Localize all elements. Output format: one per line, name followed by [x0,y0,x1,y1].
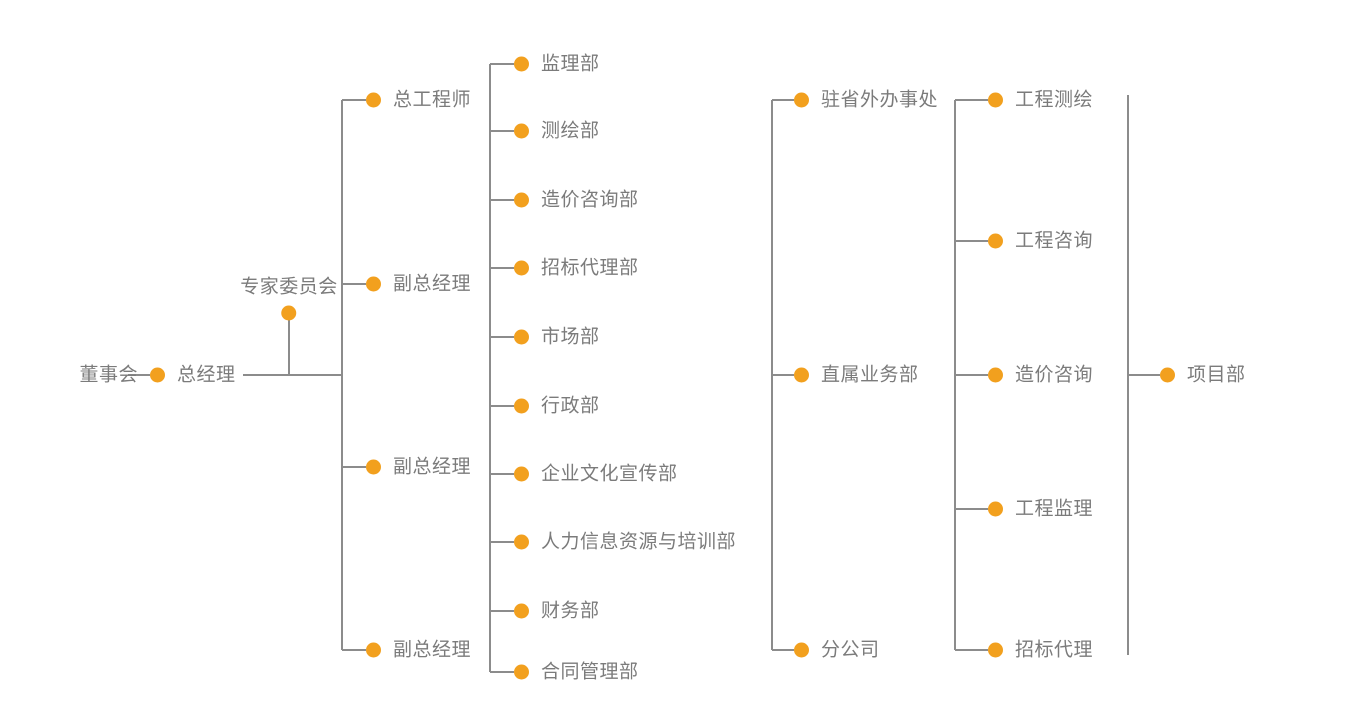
node-department-1[interactable]: 测绘部 [514,122,600,141]
node-dot-icon [794,642,809,658]
node-department-2[interactable]: 造价咨询部 [514,191,639,210]
node-project-label-0: 项目部 [1187,364,1246,386]
node-service-label-2: 造价咨询 [1015,364,1094,386]
node-dot-icon [514,123,529,139]
node-dot-icon [988,233,1003,249]
node-department-6[interactable]: 企业文化宣传部 [514,465,678,484]
node-department-7[interactable]: 人力信息资源与培训部 [514,533,736,552]
node-level1-label-3: 副总经理 [393,639,472,661]
node-service-label-0: 工程测绘 [1015,89,1094,111]
node-department-label-9: 合同管理部 [541,661,639,683]
node-dot-icon [1160,367,1175,383]
node-board-label: 董事会 [79,364,138,386]
node-dot-icon [514,664,529,680]
node-expert-committee[interactable]: 专家委员会 [240,278,338,321]
node-business-unit-label-2: 分公司 [821,639,880,661]
node-dot-icon [366,276,381,292]
node-business-unit-label-0: 驻省外办事处 [821,89,939,111]
node-level1-label-0: 总工程师 [393,89,472,111]
node-board[interactable]: 董事会 [79,366,150,385]
node-department-label-6: 企业文化宣传部 [541,463,678,485]
node-service-2[interactable]: 造价咨询 [988,366,1093,385]
node-dot-icon [514,534,529,550]
node-dot-icon [794,92,809,108]
node-dot-icon [794,367,809,383]
node-dot-icon [366,642,381,658]
node-service-4[interactable]: 招标代理 [988,641,1093,660]
node-deputy-manager-3[interactable]: 副总经理 [366,641,471,660]
node-level1-label-1: 副总经理 [393,273,472,295]
node-deputy-manager-2[interactable]: 副总经理 [366,458,471,477]
node-general-manager[interactable]: 总经理 [150,366,236,385]
node-expert-committee-label: 专家委员会 [240,276,338,298]
node-service-label-3: 工程监理 [1015,498,1094,520]
node-business-unit-0[interactable]: 驻省外办事处 [794,91,938,110]
node-dot-icon [988,501,1003,517]
node-dot-icon [514,466,529,482]
node-business-unit-2[interactable]: 分公司 [794,641,880,660]
node-general-manager-label: 总经理 [177,364,236,386]
node-service-0[interactable]: 工程测绘 [988,91,1093,110]
node-dot-icon [514,398,529,414]
node-department-9[interactable]: 合同管理部 [514,663,639,682]
node-service-label-4: 招标代理 [1015,639,1094,661]
node-department-3[interactable]: 招标代理部 [514,259,639,278]
node-dot-icon [514,329,529,345]
node-department-0[interactable]: 监理部 [514,55,600,74]
node-service-1[interactable]: 工程咨询 [988,232,1093,251]
node-deputy-manager-1[interactable]: 副总经理 [366,275,471,294]
node-department-label-1: 测绘部 [541,120,600,142]
node-service-3[interactable]: 工程监理 [988,500,1093,519]
node-department-label-5: 行政部 [541,395,600,417]
node-department-8[interactable]: 财务部 [514,602,600,621]
node-dot-icon [514,192,529,208]
node-dot-icon [988,367,1003,383]
node-dot-icon [366,92,381,108]
node-department-label-2: 造价咨询部 [541,189,639,211]
node-department-label-8: 财务部 [541,600,600,622]
node-dot-icon [514,603,529,619]
node-department-label-3: 招标代理部 [541,257,639,279]
node-level1-label-2: 副总经理 [393,456,472,478]
node-chief-engineer[interactable]: 总工程师 [366,91,471,110]
node-business-unit-1[interactable]: 直属业务部 [794,366,919,385]
node-department-4[interactable]: 市场部 [514,328,600,347]
node-department-label-7: 人力信息资源与培训部 [541,531,737,553]
node-service-label-1: 工程咨询 [1015,230,1094,252]
node-project-0[interactable]: 项目部 [1160,366,1246,385]
node-dot-icon [366,459,381,475]
node-dot-icon [514,260,529,276]
node-dot-icon [281,305,297,321]
node-dot-icon [514,56,529,72]
node-department-5[interactable]: 行政部 [514,397,600,416]
node-department-label-0: 监理部 [541,53,600,75]
node-dot-icon [988,92,1003,108]
node-dot-icon [988,642,1003,658]
node-dot-icon [150,367,165,383]
node-business-unit-label-1: 直属业务部 [821,364,919,386]
node-department-label-4: 市场部 [541,326,600,348]
